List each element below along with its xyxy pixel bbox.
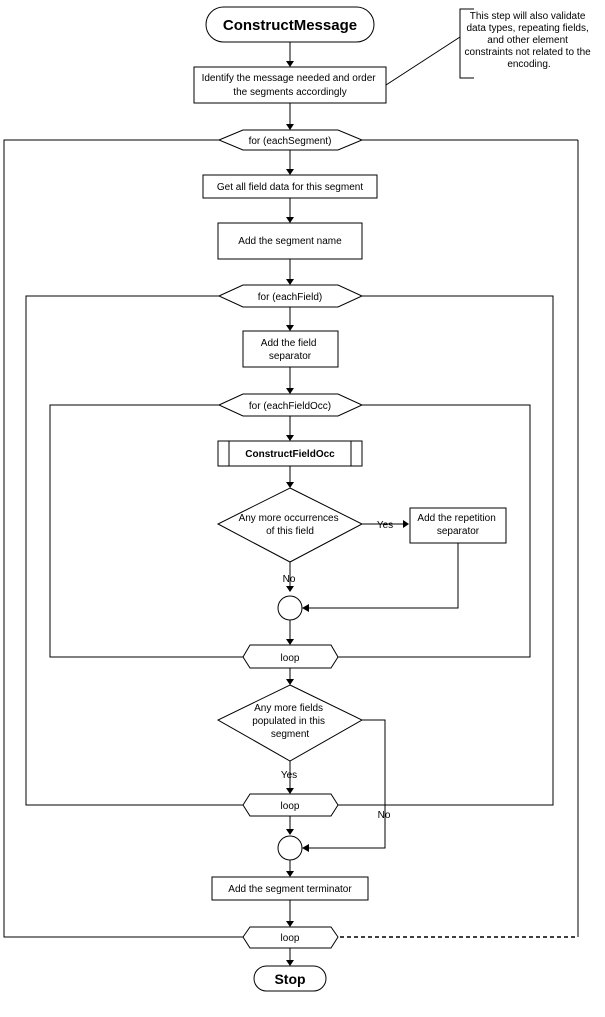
- construct-field-occ-label: ConstructFieldOcc: [245, 449, 335, 460]
- note-line-2: data types, repeating fields,: [466, 23, 588, 34]
- get-field-data-label: Get all field data for this segment: [217, 182, 363, 193]
- add-field-separator-line-2: separator: [269, 351, 312, 362]
- for-field-occ-label: for (eachFieldOcc): [249, 401, 331, 412]
- more-occurrences-line-2: of this field: [266, 526, 314, 537]
- yes-occurrences-label: Yes: [377, 520, 393, 531]
- identify-line-1: Identify the message needed and order: [202, 73, 377, 84]
- add-segment-terminator-label: Add the segment terminator: [228, 884, 352, 895]
- start-terminator: ConstructMessage: [205, 6, 375, 43]
- add-repetition-separator-line-2: separator: [437, 526, 480, 537]
- yes-fields-label: Yes: [281, 770, 297, 781]
- loop-frame-field: [25, 295, 554, 806]
- loop-start-segment: for (eachSegment): [217, 129, 364, 151]
- svg-text:Add the field separator: Add the field separator: [261, 338, 319, 362]
- annotation-note: This step will also validate data types,…: [385, 8, 594, 86]
- stop-label: Stop: [274, 971, 305, 987]
- note-line-3: and other element: [487, 35, 568, 46]
- identify-message-process: Identify the message needed and order th…: [193, 66, 387, 104]
- identify-line-2: the segments accordingly: [233, 87, 346, 98]
- loop-end-field-occ: loop: [242, 644, 339, 669]
- svg-text:Any more fields populate: Any more fields populated in this segmen…: [252, 703, 328, 740]
- loop-inner-label: loop: [281, 653, 300, 664]
- loop-start-field-occ: for (eachFieldOcc): [217, 393, 364, 417]
- note-line-5: encoding.: [507, 59, 550, 70]
- for-field-label: for (eachField): [258, 292, 322, 303]
- no-fields-label: No: [378, 810, 391, 821]
- get-field-data-process: Get all field data for this segment: [202, 174, 378, 199]
- loop-frame-field-occ: [49, 404, 531, 658]
- add-repetition-separator-line-1: Add the repetition: [417, 513, 495, 524]
- svg-text:Add the repetition separ: Add the repetition separator: [417, 513, 498, 537]
- svg-text:Identify the message needed an: Identify the message needed and order th…: [202, 73, 379, 98]
- more-fields-line-2: populated in this: [252, 716, 325, 727]
- more-fields-line-3: segment: [271, 729, 310, 740]
- for-segment-label: for (eachSegment): [249, 136, 332, 147]
- no-occurrences-label: No: [283, 574, 296, 585]
- start-label: ConstructMessage: [223, 17, 357, 34]
- note-line-1: This step will also validate: [470, 11, 586, 22]
- construct-field-occ-subprocess: ConstructFieldOcc: [217, 440, 363, 467]
- add-field-separator-line-1: Add the field: [261, 338, 317, 349]
- note-line-4: constraints not related to the: [465, 47, 592, 58]
- connectors: [286, 42, 459, 966]
- more-fields-decision: Any more fields populated in this segmen…: [216, 684, 364, 762]
- svg-text:Any more occurrences of: Any more occurrences of this field: [239, 513, 342, 537]
- add-field-separator-process: Add the field separator: [242, 330, 339, 368]
- add-segment-terminator-process: Add the segment terminator: [211, 876, 369, 901]
- more-occurrences-decision: Any more occurrences of this field: [216, 487, 364, 563]
- loop-segment-label: loop: [281, 933, 300, 944]
- more-occurrences-line-1: Any more occurrences: [239, 513, 339, 524]
- loop-start-field: for (eachField): [217, 284, 364, 308]
- add-segment-name-label: Add the segment name: [238, 236, 342, 247]
- svg-text:This step will also validate: This step will also validate data types,…: [465, 11, 594, 70]
- stop-terminator: Stop: [253, 965, 327, 992]
- add-repetition-separator-process: Add the repetition separator: [409, 507, 507, 544]
- loop-field-label: loop: [281, 801, 300, 812]
- add-segment-name-process: Add the segment name: [217, 222, 363, 260]
- loop-frame-segment: [3, 139, 579, 938]
- loop-end-segment: loop: [242, 926, 339, 949]
- more-fields-line-1: Any more fields: [254, 703, 323, 714]
- merge-connector-occurrences: [277, 595, 303, 621]
- loop-end-field: loop: [242, 793, 339, 817]
- merge-connector-fields: [277, 835, 303, 861]
